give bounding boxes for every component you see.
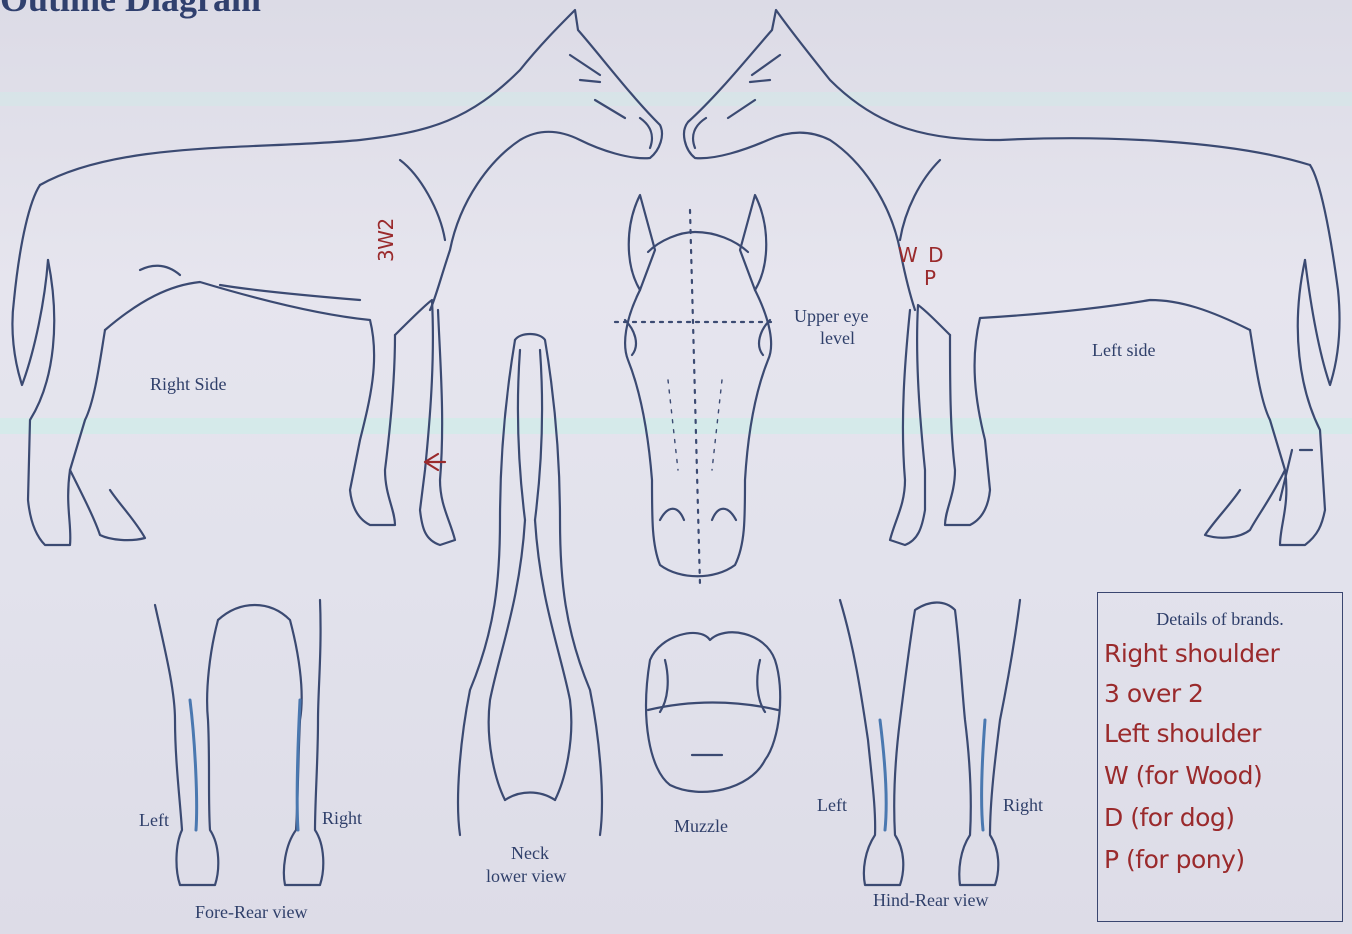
hind-rear-view-label: Hind-Rear view: [873, 890, 988, 910]
head-front-view: [615, 195, 775, 585]
hind-rear-view-legs: [840, 600, 1020, 885]
neck-lower-view: [458, 334, 602, 835]
brand-detail-line: W (for Wood): [1104, 761, 1262, 790]
brand-details-heading: Details of brands.: [1098, 609, 1342, 630]
fore-right-label: Right: [322, 808, 362, 828]
brand-details-box: Details of brands. Right shoulder 3 over…: [1097, 592, 1343, 922]
hind-left-label: Left: [817, 795, 847, 815]
fore-rear-view-label: Fore-Rear view: [195, 902, 307, 922]
neck-label-line1: Neck: [511, 843, 549, 863]
left-side-label: Left side: [1092, 340, 1155, 360]
right-shoulder-brand-mark: 3W2: [374, 218, 398, 262]
neck-label-line2: lower view: [486, 866, 566, 886]
brand-detail-line: P (for pony): [1104, 845, 1245, 874]
muzzle-view: [646, 632, 780, 792]
brand-detail-line: 3 over 2: [1104, 679, 1203, 708]
fore-left-label: Left: [139, 810, 169, 830]
left-side-horse-outline: [684, 10, 1340, 545]
left-shoulder-brand-mark-line1: W D: [898, 243, 946, 267]
fore-rear-view-legs: [155, 600, 323, 885]
upper-eye-label-line2: level: [820, 328, 855, 348]
brand-detail-line: D (for dog): [1104, 803, 1235, 832]
right-side-horse-outline: [12, 10, 662, 545]
muzzle-label: Muzzle: [674, 816, 728, 836]
left-shoulder-brand-mark-line2: P: [924, 266, 936, 290]
upper-eye-label-line1: Upper eye: [794, 306, 868, 326]
hind-right-label: Right: [1003, 795, 1043, 815]
right-side-label: Right Side: [150, 374, 227, 394]
brand-detail-line: Right shoulder: [1104, 639, 1279, 668]
brand-detail-line: Left shoulder: [1104, 719, 1261, 748]
